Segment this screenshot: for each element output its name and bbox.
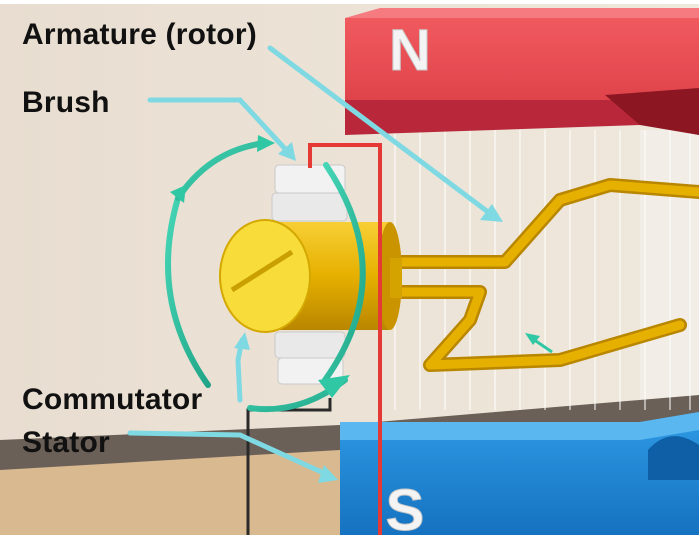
label-commutator: Commutator [22, 383, 203, 416]
south-pole-letter: S [386, 478, 425, 535]
top-frame [0, 0, 699, 4]
circuit-wire [308, 143, 382, 535]
north-pole-letter: N [389, 18, 431, 83]
current-direction-arcs [165, 135, 366, 413]
commutator-cylinder [219, 219, 402, 333]
north-magnet [345, 8, 699, 135]
armature-callout-arrow [267, 45, 495, 218]
label-armature: Armature (rotor) [22, 18, 257, 51]
armature-coil [388, 178, 699, 372]
stator-callout-arrow [127, 430, 331, 478]
south-magnet [340, 412, 699, 535]
label-brush: Brush [22, 86, 110, 119]
force-arrow [525, 333, 553, 354]
callout-arrowheads [234, 142, 503, 483]
label-stator: Stator [22, 426, 110, 459]
ground-wire [246, 398, 332, 535]
brush-callout-arrow [147, 97, 291, 155]
